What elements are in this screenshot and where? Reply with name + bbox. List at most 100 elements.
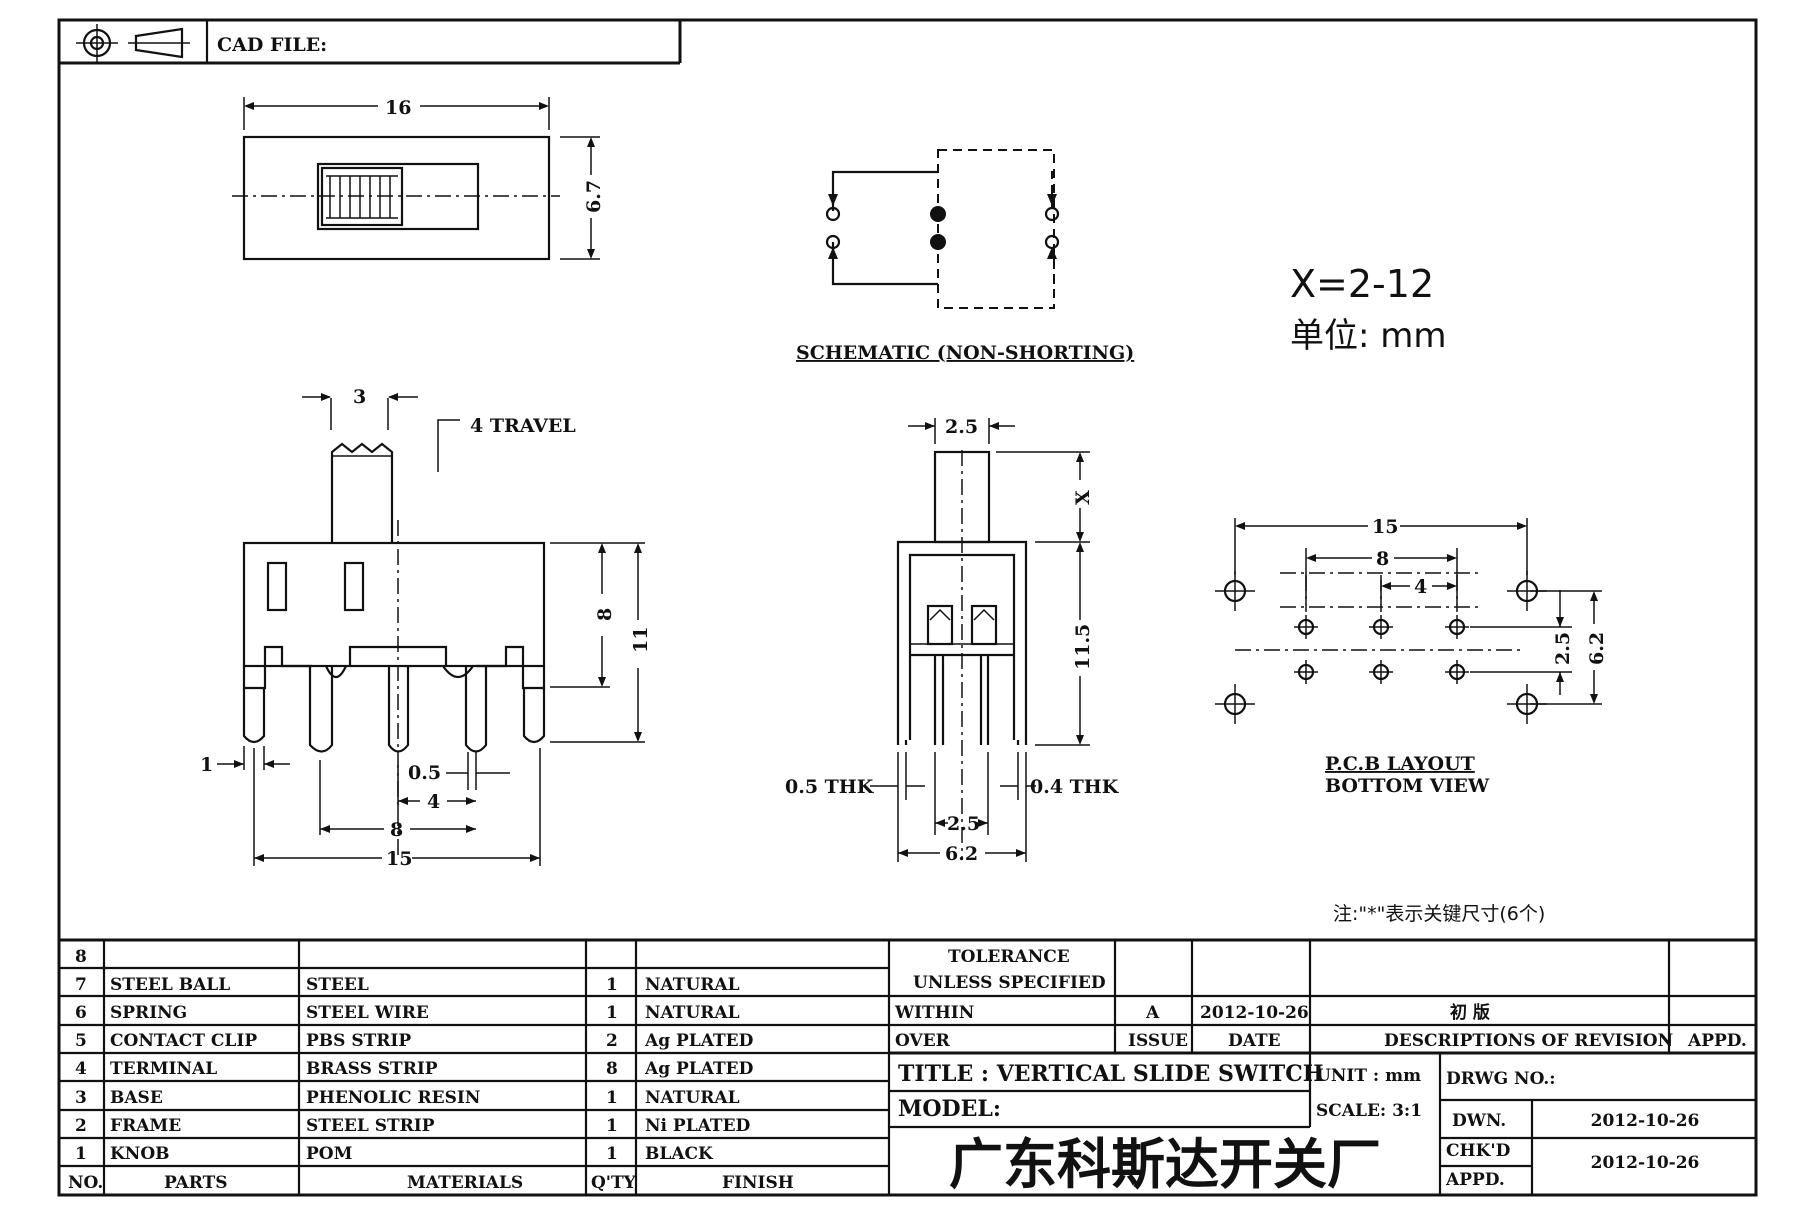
travel-note: 4 TRAVEL [470, 415, 576, 437]
header-qty: Q'TY [591, 1173, 637, 1193]
side-view: 2.5 X 11.5 0.5 THK 0.4 THK 2.5 6.2 [785, 416, 1120, 865]
top-height-dim: 6.7 [583, 180, 605, 213]
chkd-label: CHK'D [1446, 1141, 1511, 1161]
drawing-title: TITLE : VERTICAL SLIDE SWITCH [898, 1061, 1324, 1087]
bom-material: STEEL WIRE [306, 1003, 429, 1023]
revision-description: 初 版 [1450, 1002, 1490, 1023]
table-row: 6 SPRING STEEL WIRE 1 NATURAL [75, 1003, 740, 1023]
tolerance-within: WITHIN [894, 1003, 974, 1023]
table-row: 4 TERMINAL BRASS STRIP 8 Ag PLATED [75, 1059, 754, 1079]
pad-holes [1294, 615, 1469, 684]
side-pitch-dim: 2.5 [947, 813, 980, 835]
scale-cell: SCALE: 3:1 [1316, 1101, 1422, 1121]
tolerance-block: TOLERANCE UNLESS SPECIFIED WITHIN OVER [894, 947, 1106, 1051]
table-row: 5 CONTACT CLIP PBS STRIP 2 Ag PLATED [75, 1031, 754, 1051]
bom-part: STEEL BALL [110, 975, 230, 995]
bom-finish: Ag PLATED [644, 1031, 754, 1051]
bom-finish: Ag PLATED [644, 1059, 754, 1079]
thk-right: 0.4 THK [1030, 776, 1120, 798]
dwn-label: DWN. [1452, 1111, 1506, 1131]
mount-hole-tl [1215, 571, 1255, 611]
bom-material: POM [306, 1144, 353, 1164]
top-view: 16 6.7 [232, 97, 605, 261]
bom-part: SPRING [110, 1003, 187, 1023]
bom-qty: 8 [606, 1059, 618, 1079]
sheet-border [57, 18, 1758, 1197]
bom-material: BRASS STRIP [306, 1059, 438, 1079]
bom-finish: NATURAL [645, 975, 740, 995]
bom-no: 8 [75, 947, 87, 967]
date-label: DATE [1228, 1031, 1281, 1051]
dim-1: 1 [200, 754, 213, 776]
header-parts: PARTS [164, 1173, 228, 1193]
tolerance-line1: TOLERANCE [948, 947, 1070, 967]
appd-sign-label: APPD. [1445, 1170, 1505, 1190]
side-x-dim: X [1072, 490, 1094, 505]
side-height-dim: 11.5 [1072, 624, 1094, 670]
bom-qty: 1 [606, 975, 618, 995]
bom-material: STEEL [306, 975, 369, 995]
revision-issue: A [1145, 1003, 1160, 1023]
mount-hole-bl [1215, 684, 1255, 724]
pcb-caption-1: P.C.B LAYOUT [1325, 753, 1475, 775]
pcb-dim-25: 2.5 [1552, 632, 1574, 665]
bom-qty: 1 [606, 1116, 618, 1136]
bom-no: 2 [75, 1116, 87, 1136]
top-width-dim: 16 [385, 97, 411, 119]
header-block: CAD FILE: [59, 20, 682, 65]
bom-qty: 1 [606, 1088, 618, 1108]
projection-symbol-icon [76, 24, 190, 62]
revision-date: 2012-10-26 [1200, 1003, 1309, 1023]
table-row: 3 BASE PHENOLIC RESIN 1 NATURAL [75, 1088, 740, 1108]
unit-cell: UNIT : mm [1316, 1066, 1421, 1086]
issue-label: ISSUE [1128, 1031, 1188, 1051]
bom-finish: NATURAL [645, 1088, 740, 1108]
bom-table: 8 7 STEEL BALL STEEL 1 NATURAL 6 SPRING … [68, 947, 794, 1193]
dim-05: 0.5 [408, 762, 441, 784]
x-range-label: X=2-12 [1290, 262, 1434, 306]
bom-no: 3 [75, 1088, 87, 1108]
bom-part: CONTACT CLIP [110, 1031, 257, 1051]
thk-left: 0.5 THK [785, 776, 875, 798]
side-width-dim: 6.2 [945, 843, 978, 865]
bom-material: PBS STRIP [306, 1031, 411, 1051]
pcb-dim-4: 4 [1414, 576, 1427, 598]
pcb-dim-8: 8 [1376, 548, 1389, 570]
bom-no: 4 [75, 1059, 87, 1079]
table-row: 8 [75, 947, 87, 967]
dim-8-pitch: 8 [390, 819, 403, 841]
descriptions-label: DESCRIPTIONS OF REVISION [1384, 1031, 1673, 1051]
tolerance-line2: UNLESS SPECIFIED [913, 973, 1106, 993]
table-row: 2 FRAME STEEL STRIP 1 Ni PLATED [75, 1116, 751, 1136]
header-finish: FINISH [722, 1173, 794, 1193]
bom-qty: 1 [606, 1144, 618, 1164]
tolerance-over: OVER [895, 1031, 951, 1051]
table-row: 7 STEEL BALL STEEL 1 NATURAL [75, 975, 740, 995]
company-name: 广东科斯达开关厂 [949, 1133, 1381, 1196]
table-row: 1 KNOB POM 1 BLACK [75, 1144, 714, 1164]
height-8-dim: 8 [594, 608, 616, 621]
schematic: SCHEMATIC (NON-SHORTING) [796, 149, 1134, 364]
header-materials: MATERIALS [407, 1173, 523, 1193]
dwn-date: 2012-10-26 [1591, 1111, 1700, 1131]
pcb-caption-2: BOTTOM VIEW [1325, 775, 1490, 797]
bom-finish: BLACK [645, 1144, 714, 1164]
model-label: MODEL: [898, 1096, 1001, 1122]
title-block-grid [59, 938, 1756, 1195]
bom-qty: 1 [606, 1003, 618, 1023]
key-dim-note: 注:"*"表示关键尺寸(6个) [1333, 903, 1545, 925]
bom-finish: Ni PLATED [645, 1116, 751, 1136]
bom-header-row: NO. PARTS MATERIALS Q'TY FINISH [68, 1173, 794, 1193]
pcb-layout: 15 8 4 2.5 6.2 P.C.B LAYOUT BOTTOM VIEW [1215, 516, 1608, 797]
appd-label: APPD. [1687, 1031, 1747, 1051]
header-no: NO. [68, 1173, 103, 1193]
schematic-caption: SCHEMATIC (NON-SHORTING) [796, 342, 1134, 364]
bom-material: STEEL STRIP [306, 1116, 435, 1136]
bom-no: 7 [75, 975, 87, 995]
drwg-no-label: DRWG NO.: [1446, 1069, 1556, 1089]
front-view: 3 4 TRAVEL 8 11 1 0.5 4 8 [200, 386, 652, 870]
bom-no: 1 [75, 1144, 87, 1164]
chkd-date: 2012-10-26 [1591, 1153, 1700, 1173]
pcb-dim-15: 15 [1372, 516, 1398, 538]
